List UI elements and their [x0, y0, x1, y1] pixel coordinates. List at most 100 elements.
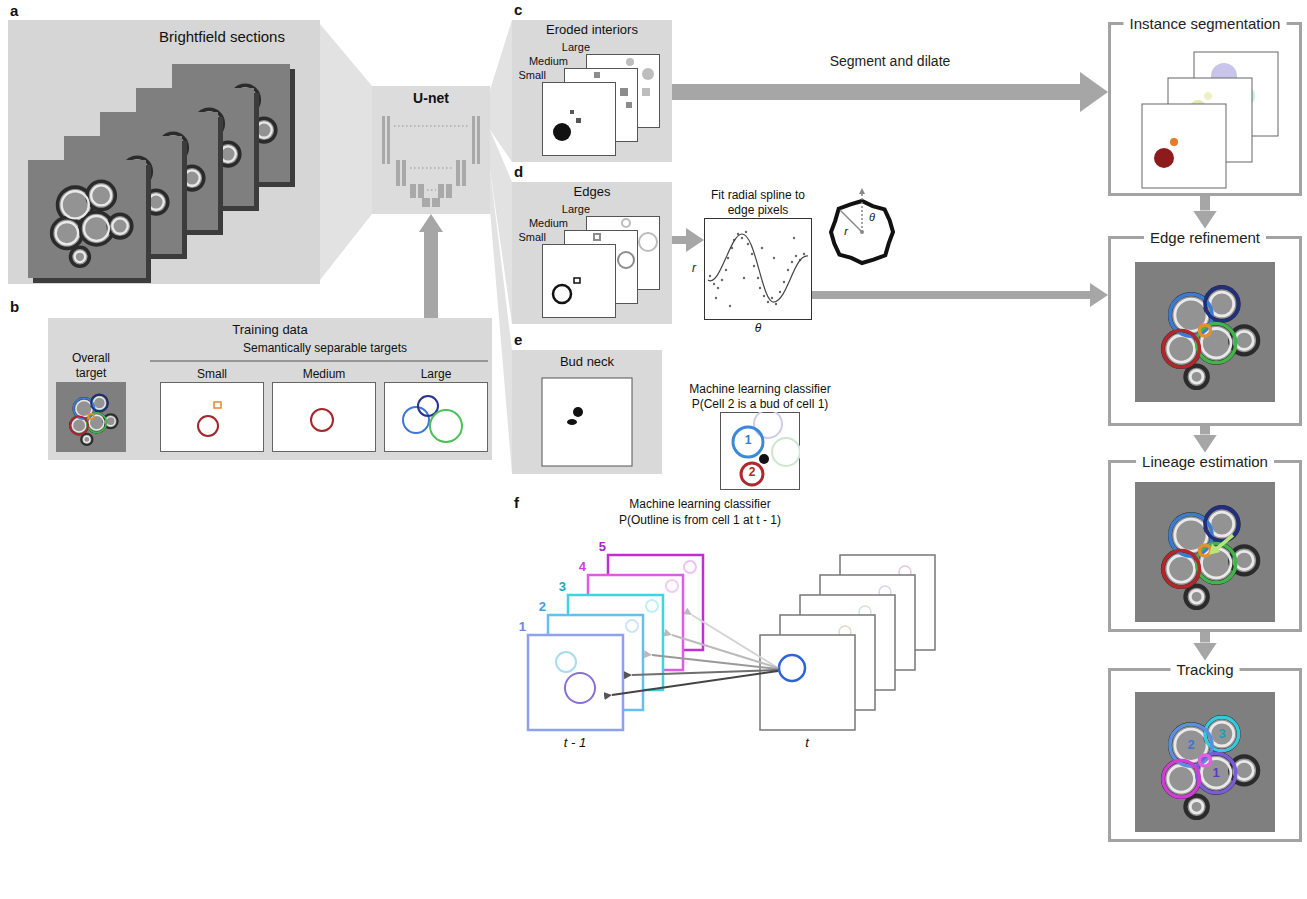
picture-part	[733, 410, 800, 485]
flow-arrow	[812, 291, 1090, 299]
panel-title: Eroded interiors	[546, 22, 638, 38]
picture-part	[56, 382, 126, 452]
output-panel: EdgesLargeMediumSmall	[512, 182, 672, 324]
spline-plot: Fit radial spline to edge pixels	[704, 218, 812, 320]
cell-number: 1	[745, 434, 752, 448]
illustration	[272, 382, 376, 452]
pipeline-step: Edge refinement	[1108, 236, 1302, 426]
illustration	[720, 412, 800, 490]
illustration	[1108, 668, 1302, 842]
flow-arrow	[1200, 196, 1210, 211]
output-panel: Eroded interiorsLargeMediumSmall	[512, 20, 672, 162]
text-group: Tracking	[1171, 661, 1240, 679]
picture-part	[70, 395, 108, 435]
previous-frame-stack	[684, 561, 696, 573]
radial-inset	[860, 230, 864, 234]
classifier-text: Machine learning classifier	[689, 382, 830, 396]
frame-label: Large	[562, 41, 590, 54]
text-group: Instance segmentation	[1124, 15, 1287, 33]
picture-part	[198, 402, 221, 436]
text-group: Small	[518, 69, 546, 82]
frame-label: Medium	[529, 217, 568, 230]
step-title: Lineage estimation	[1142, 453, 1268, 471]
pipeline-step: Tracking	[1108, 668, 1302, 842]
current-frame-stack	[760, 555, 935, 730]
picture-part	[1209, 535, 1233, 555]
panel-letter: e	[514, 331, 522, 348]
network-name: U-net	[413, 90, 449, 107]
panel-letter: f	[514, 494, 519, 511]
step-title: Instance segmentation	[1130, 15, 1281, 33]
previous-frame-stack	[565, 673, 595, 703]
previous-frame-stack	[556, 652, 576, 672]
picture-part	[708, 231, 808, 307]
cell-number: 2	[749, 466, 756, 480]
illustration	[384, 382, 488, 452]
illustration	[160, 382, 264, 452]
text-group: Medium	[529, 217, 568, 230]
picture-part	[150, 361, 488, 362]
current-frame-stack	[779, 655, 805, 681]
current-frame-stack	[760, 635, 855, 730]
text-group: Large	[562, 41, 590, 54]
target-image: Medium	[272, 382, 376, 452]
panel-title: Brightfield sections	[159, 28, 285, 46]
illustration	[542, 82, 616, 156]
frame-number: 1	[519, 620, 526, 635]
picture-part	[1135, 262, 1275, 402]
panel-letter: a	[10, 2, 18, 19]
text-group: Training data	[48, 318, 492, 338]
target-image: Small	[160, 382, 264, 452]
flow-arrow	[1200, 426, 1210, 435]
panel-letter: d	[514, 163, 523, 180]
frame-label: Medium	[529, 55, 568, 68]
picture-part	[1135, 692, 1275, 832]
picture-part	[1163, 287, 1239, 367]
picture-part	[1142, 52, 1278, 188]
text-group: Overall target	[56, 351, 126, 380]
match-arrow	[652, 655, 778, 669]
match-arrow	[612, 615, 778, 695]
flow-arrow	[424, 232, 438, 318]
pipeline-step: Instance segmentation	[1108, 22, 1302, 196]
flow-arrow	[1200, 632, 1210, 643]
illustration	[8, 20, 320, 284]
panel-letter: b	[10, 298, 19, 315]
illustration	[542, 244, 616, 318]
picture-part	[403, 396, 462, 442]
classifier-text: P(Cell 2 is a bud of cell 1)	[692, 397, 829, 411]
text-group: Bud neck	[512, 350, 662, 370]
frame-label: Small	[518, 231, 546, 244]
text-group: Edges	[512, 182, 672, 200]
step-title: Edge refinement	[1150, 229, 1260, 247]
text-group: Fit radial spline to edge pixels	[710, 188, 806, 217]
panel-title: Training data	[232, 322, 307, 338]
previous-frame-stack	[528, 555, 703, 730]
image-title: Medium	[303, 367, 346, 381]
picture-part	[28, 160, 146, 278]
text-group: Brightfield sections	[8, 20, 320, 46]
funnel-wedge	[320, 24, 372, 280]
image-title: Overall target	[56, 351, 126, 380]
frame-number: 2	[539, 600, 546, 615]
plot-title: Fit radial spline to edge pixels	[710, 188, 806, 217]
illustration	[1108, 460, 1302, 632]
text-group: Eroded interiors	[512, 20, 672, 38]
inset-label: r	[844, 225, 848, 238]
track-number: 2	[1187, 738, 1194, 753]
text-group: Medium	[529, 55, 568, 68]
previous-frame-stack	[528, 635, 623, 730]
radial-inset	[861, 188, 863, 232]
previous-frame-stack	[626, 620, 638, 632]
track-number: 3	[1218, 727, 1225, 742]
output-panel: Bud neck	[512, 350, 662, 474]
frame-number: 5	[599, 540, 606, 555]
classifier-image: Machine learning classifierP(Cell 2 is a…	[720, 412, 800, 490]
image-panel: Brightfield sections	[8, 20, 320, 284]
picture-part	[1163, 507, 1239, 587]
classifier-text: P(Outline is from cell 1 at t - 1)	[619, 514, 781, 528]
illustration	[704, 218, 812, 320]
flow-arrow	[672, 84, 1080, 100]
classifier-text: Machine learning classifier	[629, 498, 770, 512]
text-group: Medium	[272, 367, 376, 381]
